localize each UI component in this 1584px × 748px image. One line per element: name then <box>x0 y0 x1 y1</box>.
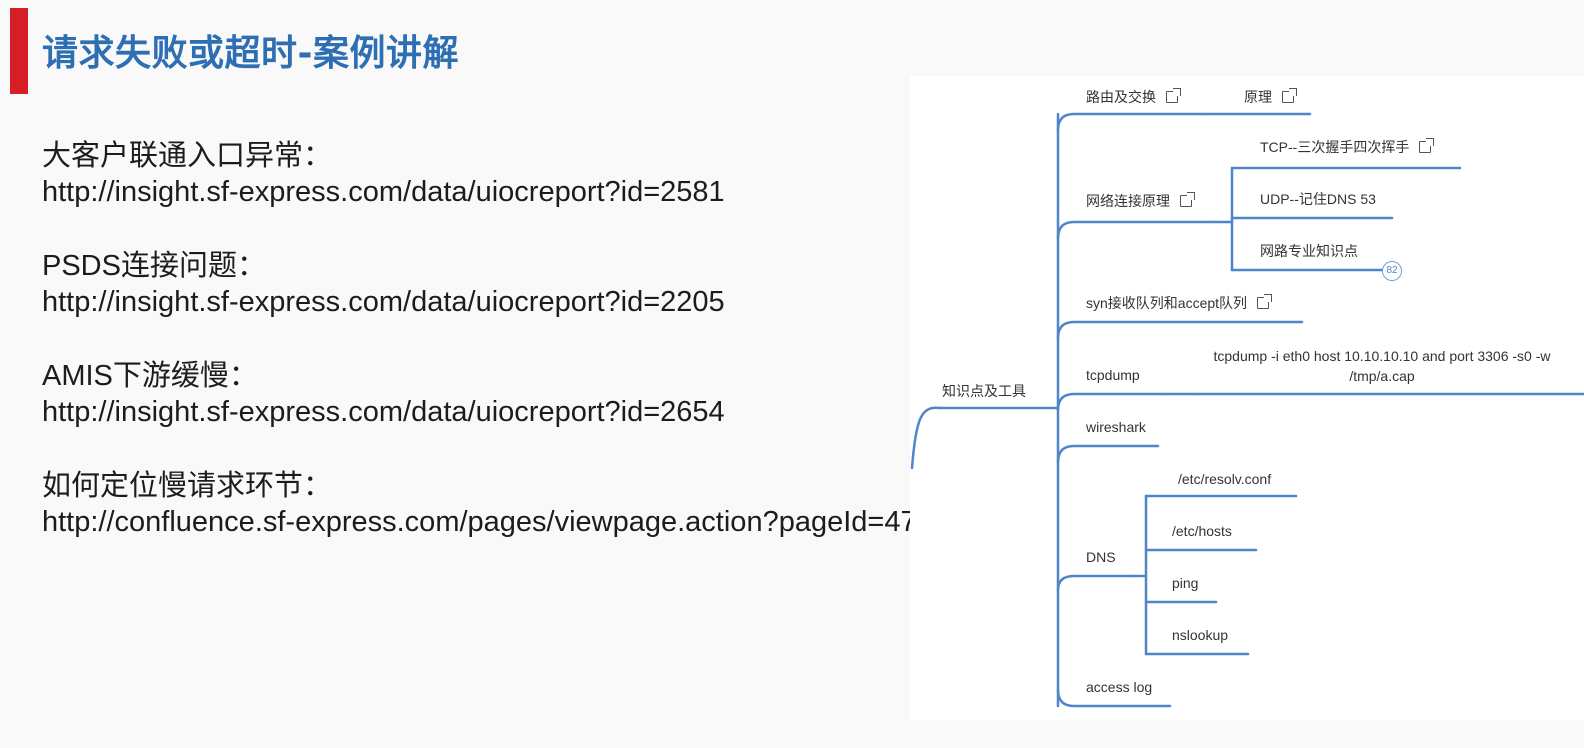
node-syn[interactable]: syn接收队列和accept队列 <box>1086 294 1273 312</box>
case-label: 如何定位慢请求环节： <box>42 470 333 502</box>
case-item: 大客户联通入口异常： http://insight.sf-express.com… <box>42 138 1011 210</box>
title-accent-bar <box>10 8 28 94</box>
node-routing-label: 路由及交换 <box>1086 89 1156 105</box>
external-link-icon[interactable] <box>1282 88 1297 103</box>
node-tcpdump[interactable]: tcpdump <box>1086 367 1140 383</box>
mindmap-connectors <box>910 112 1584 708</box>
mindmap-root-node[interactable]: 知识点及工具 <box>942 383 1026 399</box>
case-label: PSDS连接问题： <box>42 250 266 282</box>
node-udp[interactable]: UDP--记住DNS 53 <box>1260 191 1376 207</box>
node-ping[interactable]: ping <box>1172 575 1199 591</box>
node-tcp-label: TCP--三次握手四次挥手 <box>1260 139 1410 155</box>
case-item: AMIS下游缓慢： http://insight.sf-express.com/… <box>42 358 1011 430</box>
node-dns[interactable]: DNS <box>1086 549 1116 565</box>
case-label: AMIS下游缓慢： <box>42 360 258 392</box>
case-url-link[interactable]: http://insight.sf-express.com/data/uiocr… <box>42 176 725 208</box>
node-syn-label: syn接收队列和accept队列 <box>1086 295 1248 311</box>
case-list: 大客户联通入口异常： http://insight.sf-express.com… <box>42 138 1011 578</box>
external-link-icon[interactable] <box>1180 192 1195 207</box>
node-principle-label: 原理 <box>1244 89 1272 105</box>
node-tcp[interactable]: TCP--三次握手四次挥手 <box>1260 138 1435 156</box>
node-principle[interactable]: 原理 <box>1244 88 1297 106</box>
node-routing[interactable]: 路由及交换 <box>1086 88 1181 106</box>
node-nslookup[interactable]: nslookup <box>1172 627 1229 643</box>
case-url-link[interactable]: http://insight.sf-express.com/data/uiocr… <box>42 286 725 318</box>
case-item: 如何定位慢请求环节： http://confluence.sf-express.… <box>42 468 1011 540</box>
node-etc-hosts[interactable]: /etc/hosts <box>1172 523 1232 539</box>
external-link-icon[interactable] <box>1257 294 1273 309</box>
node-wireshark[interactable]: wireshark <box>1086 419 1146 435</box>
node-access-log[interactable]: access log <box>1086 679 1153 695</box>
case-label: 大客户联通入口异常： <box>42 140 333 172</box>
node-network-label: 网络连接原理 <box>1086 193 1170 209</box>
external-link-icon[interactable] <box>1419 138 1435 153</box>
node-professional[interactable]: 网路专业知识点 <box>1260 243 1358 259</box>
node-resolv-conf[interactable]: /etc/resolv.conf <box>1178 471 1272 487</box>
collapsed-count-badge[interactable]: 82 <box>1382 261 1402 281</box>
slide-title: 请求失败或超时-案例讲解 <box>42 33 459 74</box>
case-url-link[interactable]: http://confluence.sf-express.com/pages/v… <box>42 506 1012 538</box>
case-item: PSDS连接问题： http://insight.sf-express.com/… <box>42 248 1011 320</box>
external-link-icon[interactable] <box>1166 88 1181 103</box>
node-network[interactable]: 网络连接原理 <box>1086 192 1195 210</box>
mindmap-panel: 知识点及工具 路由及交换 原理 网络连接原理 TCP--三次握手四次挥手 UDP… <box>910 76 1584 720</box>
node-tcpdump-command[interactable]: tcpdump -i eth0 host 10.10.10.10 and por… <box>1213 348 1551 384</box>
case-url-link[interactable]: http://insight.sf-express.com/data/uiocr… <box>42 396 725 428</box>
